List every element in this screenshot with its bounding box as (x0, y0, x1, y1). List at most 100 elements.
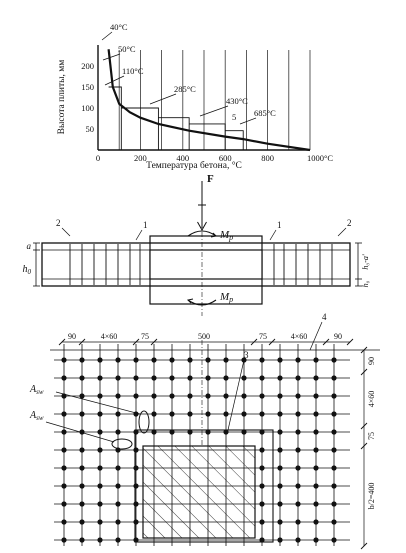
rebar-dot (115, 483, 121, 489)
rebar-dot (313, 501, 319, 507)
rebar-dot (331, 447, 337, 453)
dim-tick (132, 338, 140, 346)
chart-gridlines (118, 50, 311, 150)
rebar-dot (61, 537, 67, 543)
rebar-dot (97, 483, 103, 489)
dim-tick (150, 338, 158, 346)
rebar-dot (97, 447, 103, 453)
rebar-dot (205, 375, 211, 381)
rebar-dot (79, 501, 85, 507)
rebar-dot (295, 483, 301, 489)
rebar-dot (115, 375, 121, 381)
rebar-dot (205, 393, 211, 399)
rebar-dot (61, 357, 67, 363)
top-dim-label: 4×60 (291, 332, 308, 341)
rebar-dot (223, 411, 229, 417)
rebar-dot (133, 375, 139, 381)
rebar-dot (313, 411, 319, 417)
rebar-label-ax: Asw (29, 410, 44, 422)
rebar-dot (331, 465, 337, 471)
rebar-dot (331, 411, 337, 417)
rebar-dot (97, 537, 103, 543)
callout-4: 4 (322, 312, 327, 322)
rebar-dot (259, 411, 265, 417)
y-tick-label: 50 (86, 124, 95, 134)
x-tick-label: 400 (176, 153, 189, 163)
rebar-dot (259, 357, 265, 363)
isotherm-step-2 (158, 117, 190, 150)
rebar-dot (331, 537, 337, 543)
rebar-dot (169, 429, 175, 435)
rebar-dot (61, 375, 67, 381)
annotation-2: 110°C (122, 66, 144, 76)
rebar-dot (79, 483, 85, 489)
rebar-dot (277, 501, 283, 507)
x-tick-label: 800 (261, 153, 274, 163)
rebar-dot (241, 375, 247, 381)
rebar-dot (151, 411, 157, 417)
rebar-dot (151, 375, 157, 381)
rebar-dot (97, 411, 103, 417)
x-tick-label: 600 (219, 153, 232, 163)
isotherm-step-1 (121, 107, 159, 150)
annotation-leader (199, 105, 229, 117)
rebar-dot (331, 357, 337, 363)
rebar-dot (223, 393, 229, 399)
rebar-dot (133, 429, 139, 435)
rebar-dot (115, 411, 121, 417)
rebar-dot (313, 537, 319, 543)
rebar-dot (115, 429, 121, 435)
rebar-label-asw: Asw (29, 384, 44, 396)
annotation-leader (102, 53, 121, 61)
rebar-dot (133, 537, 139, 543)
dim-tick (58, 338, 66, 346)
rebar-dot (277, 357, 283, 363)
cover-label: a (27, 241, 32, 251)
rebar-dot (79, 537, 85, 543)
rebar-dot (205, 411, 211, 417)
rebar-dot (277, 393, 283, 399)
rebar-dot (295, 357, 301, 363)
dim-tick (360, 542, 368, 550)
rebar-dot (295, 375, 301, 381)
rebar-dot (97, 501, 103, 507)
rebar-dot (61, 447, 67, 453)
moment-arc-bottom (187, 299, 217, 306)
rebar-dot (97, 393, 103, 399)
callout-2-right: 2 (347, 218, 352, 228)
rebar-dot (223, 357, 229, 363)
isotherm-step-4 (225, 130, 244, 150)
force-arrow: F (197, 173, 214, 232)
y-tick-label: 100 (81, 103, 94, 113)
rebar-dot (313, 357, 319, 363)
rebar-dot (97, 357, 103, 363)
rebar-dot (133, 465, 139, 471)
rebar-dot (313, 429, 319, 435)
right-dim-bottom: h₀ (361, 280, 370, 287)
rebar-dot (97, 519, 103, 525)
moment-label-top: Mp (219, 229, 233, 242)
rebar-dot (259, 447, 265, 453)
rebar-dot (61, 483, 67, 489)
annotation-leader (239, 117, 257, 125)
rebar-dot (61, 519, 67, 525)
rebar-dot (259, 537, 265, 543)
rebar-dot (313, 375, 319, 381)
rebar-dot (61, 465, 67, 471)
rebar-dot (277, 465, 283, 471)
asw-ellipse (138, 410, 150, 434)
top-dim-label: 500 (198, 332, 210, 341)
rebar-dot (61, 411, 67, 417)
rebar-dot (133, 483, 139, 489)
rebar-dot (295, 429, 301, 435)
rebar-dot (97, 465, 103, 471)
rebar-dot (205, 429, 211, 435)
rebar-dot (259, 465, 265, 471)
rebar-dot (151, 393, 157, 399)
moment-label-bottom: Mp (219, 291, 233, 304)
rebar-dot (133, 393, 139, 399)
rebar-dot (223, 375, 229, 381)
